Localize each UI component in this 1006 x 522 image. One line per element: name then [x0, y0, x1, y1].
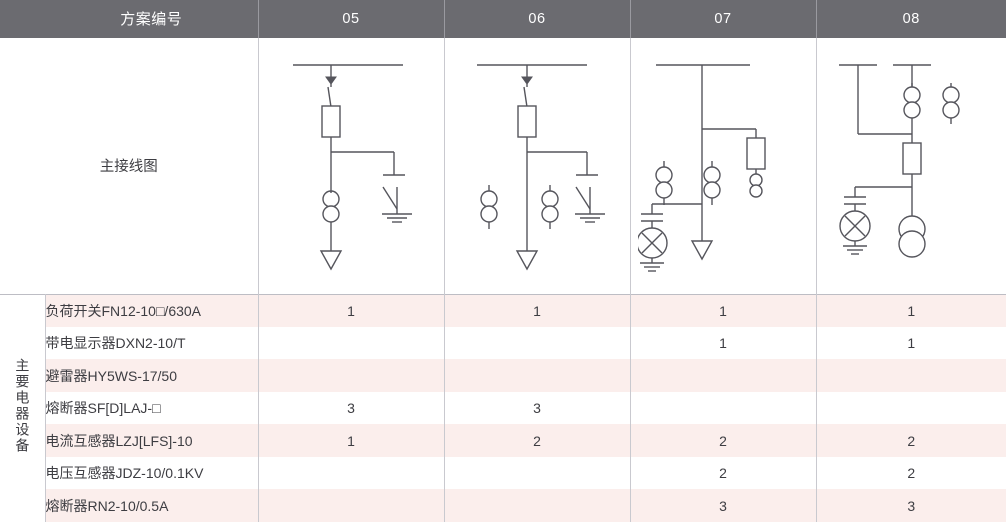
table-row: 避雷器HY5WS-17/50 — [0, 359, 1006, 392]
header-column-06: 06 — [444, 0, 631, 38]
header-column-08: 08 — [816, 0, 1006, 38]
qty-07 — [630, 359, 817, 392]
circuit-svg-06 — [477, 64, 605, 271]
qty-08 — [816, 359, 1006, 392]
table-row: 主要电器设备 负荷开关FN12-10□/630A 1 1 1 1 — [0, 293, 1006, 522]
qty-08: 3 — [816, 489, 1006, 522]
transformer-symbol-winding-2 — [898, 230, 926, 258]
qty-08: 2 — [816, 456, 1006, 490]
qty-05: 3 — [258, 391, 445, 425]
item-name: 电压互感器JDZ-10/0.1KV — [45, 456, 259, 490]
table-row: 熔断器SF[D]LAJ-□ 3 3 — [0, 391, 1006, 425]
qty-06 — [444, 326, 631, 360]
wiring-diagram-08 — [816, 37, 1006, 295]
current-transformer-symbol — [322, 190, 340, 208]
item-name: 避雷器HY5WS-17/50 — [45, 359, 259, 392]
cable-terminal-arrow — [319, 250, 343, 271]
qty-08: 1 — [816, 293, 1006, 327]
qty-08 — [816, 391, 1006, 425]
current-transformer-small — [749, 173, 763, 187]
qty-07: 1 — [630, 293, 817, 327]
qty-06: 3 — [444, 391, 631, 425]
table-row: 熔断器RN2-10/0.5A 3 3 — [0, 489, 1006, 522]
qty-07 — [630, 391, 817, 425]
item-name: 带电显示器DXN2-10/T — [45, 326, 259, 360]
section-label-text: 主要电器设备 — [14, 358, 31, 454]
earth-switch-blade — [382, 186, 398, 210]
header-column-05: 05 — [258, 0, 445, 38]
table-row: 电流互感器LZJ[LFS]-10 1 2 2 2 — [0, 424, 1006, 457]
table-row: 带电显示器DXN2-10/T 1 1 — [0, 326, 1006, 360]
qty-07: 2 — [630, 424, 817, 457]
header-column-07: 07 — [630, 0, 817, 38]
qty-05 — [258, 359, 445, 392]
circuit-svg-05 — [293, 64, 412, 271]
circuit-svg-07 — [638, 64, 766, 272]
current-transformer-symbol-1 — [480, 190, 498, 208]
fuse-symbol — [746, 137, 766, 170]
fuse-symbol — [902, 142, 922, 175]
current-transformer-symbol-2 — [703, 166, 721, 184]
wiring-diagram-07 — [630, 37, 817, 295]
qty-07: 3 — [630, 489, 817, 522]
qty-08: 1 — [816, 326, 1006, 360]
header-corner-cell — [0, 0, 45, 38]
table-row: 电压互感器JDZ-10/0.1KV 2 2 — [0, 456, 1006, 490]
item-name: 熔断器SF[D]LAJ-□ — [45, 391, 259, 425]
item-name: 负荷开关FN12-10□/630A — [45, 293, 259, 327]
qty-06 — [444, 456, 631, 490]
circuit-svg-08 — [839, 64, 960, 258]
load-switch-contact-icon — [521, 76, 533, 85]
cable-terminal-arrow — [515, 250, 539, 271]
section-label-main-electrical-equipment: 主要电器设备 — [0, 294, 46, 522]
load-switch-contact-icon — [325, 76, 337, 85]
wiring-diagram-06 — [444, 37, 631, 295]
qty-07: 1 — [630, 326, 817, 360]
item-name: 电流互感器LZJ[LFS]-10 — [45, 424, 259, 457]
current-transformer-symbol-2 — [541, 190, 559, 208]
current-transformer-symbol-1 — [903, 86, 921, 104]
earth-switch-blade — [575, 186, 591, 210]
current-transformer-symbol-1 — [655, 166, 673, 184]
switch-blade — [327, 86, 332, 107]
header-scheme-number-label: 方案编号 — [45, 0, 259, 38]
qty-06: 2 — [444, 424, 631, 457]
switch-blade — [523, 86, 528, 107]
qty-05 — [258, 326, 445, 360]
table-header-row: 方案编号 05 06 07 08 — [0, 0, 1006, 38]
item-name: 熔断器RN2-10/0.5A — [45, 489, 259, 522]
qty-07: 2 — [630, 456, 817, 490]
fuse-symbol — [321, 105, 341, 138]
qty-05 — [258, 456, 445, 490]
qty-06: 1 — [444, 293, 631, 327]
wiring-diagram-05 — [258, 37, 445, 295]
qty-05 — [258, 489, 445, 522]
qty-05: 1 — [258, 293, 445, 327]
qty-08: 2 — [816, 424, 1006, 457]
qty-06 — [444, 489, 631, 522]
qty-05: 1 — [258, 424, 445, 457]
cable-terminal-arrow — [690, 240, 714, 261]
current-transformer-symbol-2 — [942, 86, 960, 104]
main-wiring-diagram-row: 主接线图 — [0, 37, 1006, 295]
main-wiring-diagram-label: 主接线图 — [0, 37, 259, 295]
fuse-symbol — [517, 105, 537, 138]
qty-06 — [444, 359, 631, 392]
